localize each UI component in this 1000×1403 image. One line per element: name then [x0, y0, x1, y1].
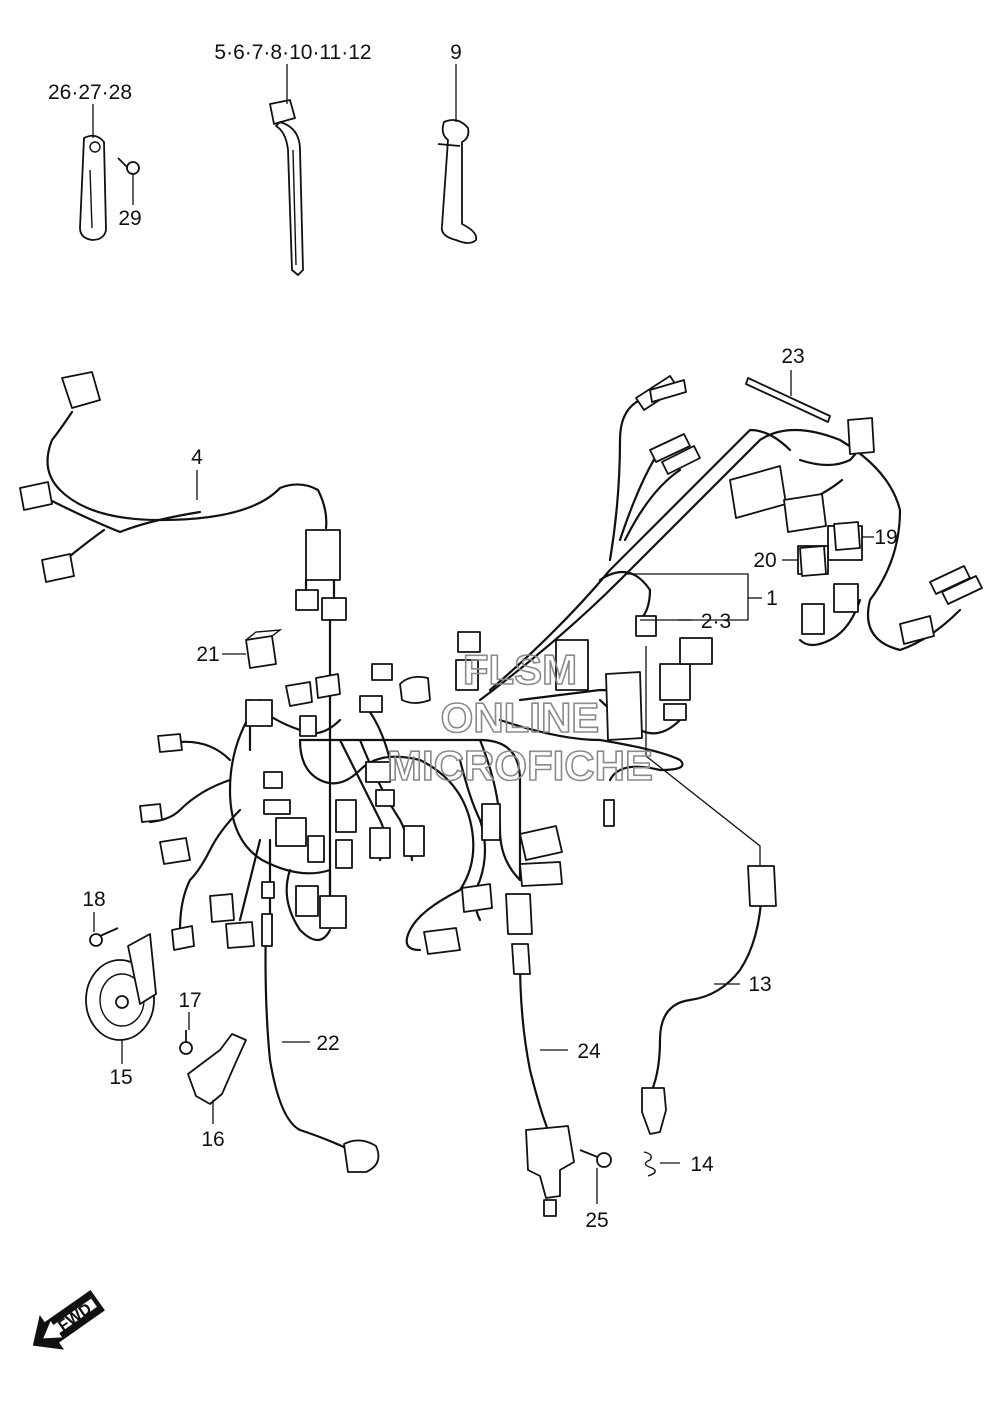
- watermark-line-1: FLSM: [463, 646, 577, 693]
- bolt-part-18: [89, 927, 119, 947]
- horn-part-15: [85, 933, 157, 1041]
- relay-part-21: [245, 629, 283, 669]
- clip-part-9: [437, 119, 478, 244]
- callout-17: 17: [178, 989, 201, 1012]
- relay-part-19: [833, 521, 861, 551]
- callout-9: 9: [450, 41, 462, 64]
- callout-18: 18: [82, 888, 105, 911]
- main-harness-part-1: [139, 375, 983, 955]
- callout-15: 15: [109, 1066, 132, 1089]
- callout-24: 24: [577, 1040, 601, 1063]
- callout-29: 29: [118, 207, 141, 230]
- watermark-line-3: MICROFICHE: [387, 742, 653, 789]
- relay-part-20: [799, 545, 827, 577]
- fwd-arrow-icon: FWD: [32, 1289, 105, 1350]
- tape-strip-part-23: [745, 377, 831, 423]
- callout-22: 22: [316, 1032, 339, 1055]
- sensor-lead-part-22: [261, 913, 380, 1173]
- callout-2-3: 2·3: [701, 610, 731, 633]
- sub-harness-part-4: [19, 371, 347, 621]
- cable-tie-part-5-12: [269, 99, 304, 276]
- callout-23: 23: [781, 345, 804, 368]
- bolt-part-17: [179, 1030, 193, 1055]
- screw-part-29: [117, 157, 140, 175]
- callout-26-27-28: 26·27·28: [48, 81, 132, 104]
- sensor-lead-part-13: [641, 865, 777, 1135]
- callout-14: 14: [690, 1153, 714, 1176]
- callout-21: 21: [196, 643, 219, 666]
- callout-19: 19: [874, 526, 897, 549]
- clamp-part-26-27-28: [79, 134, 107, 241]
- switch-lead-part-24: [511, 943, 575, 1217]
- callout-1: 1: [766, 587, 778, 610]
- callout-16: 16: [201, 1128, 224, 1151]
- callout-5-12: 5·6·7·8·10·11·12: [214, 41, 371, 64]
- callout-25: 25: [585, 1209, 608, 1232]
- callout-20: 20: [753, 549, 776, 572]
- watermark-line-2: ONLINE: [441, 694, 600, 741]
- screw-part-25: [579, 1149, 612, 1168]
- bracket-part-16: [187, 1033, 247, 1105]
- callout-4: 4: [191, 446, 203, 469]
- callout-13: 13: [748, 973, 771, 996]
- spring-part-14: [643, 1151, 656, 1177]
